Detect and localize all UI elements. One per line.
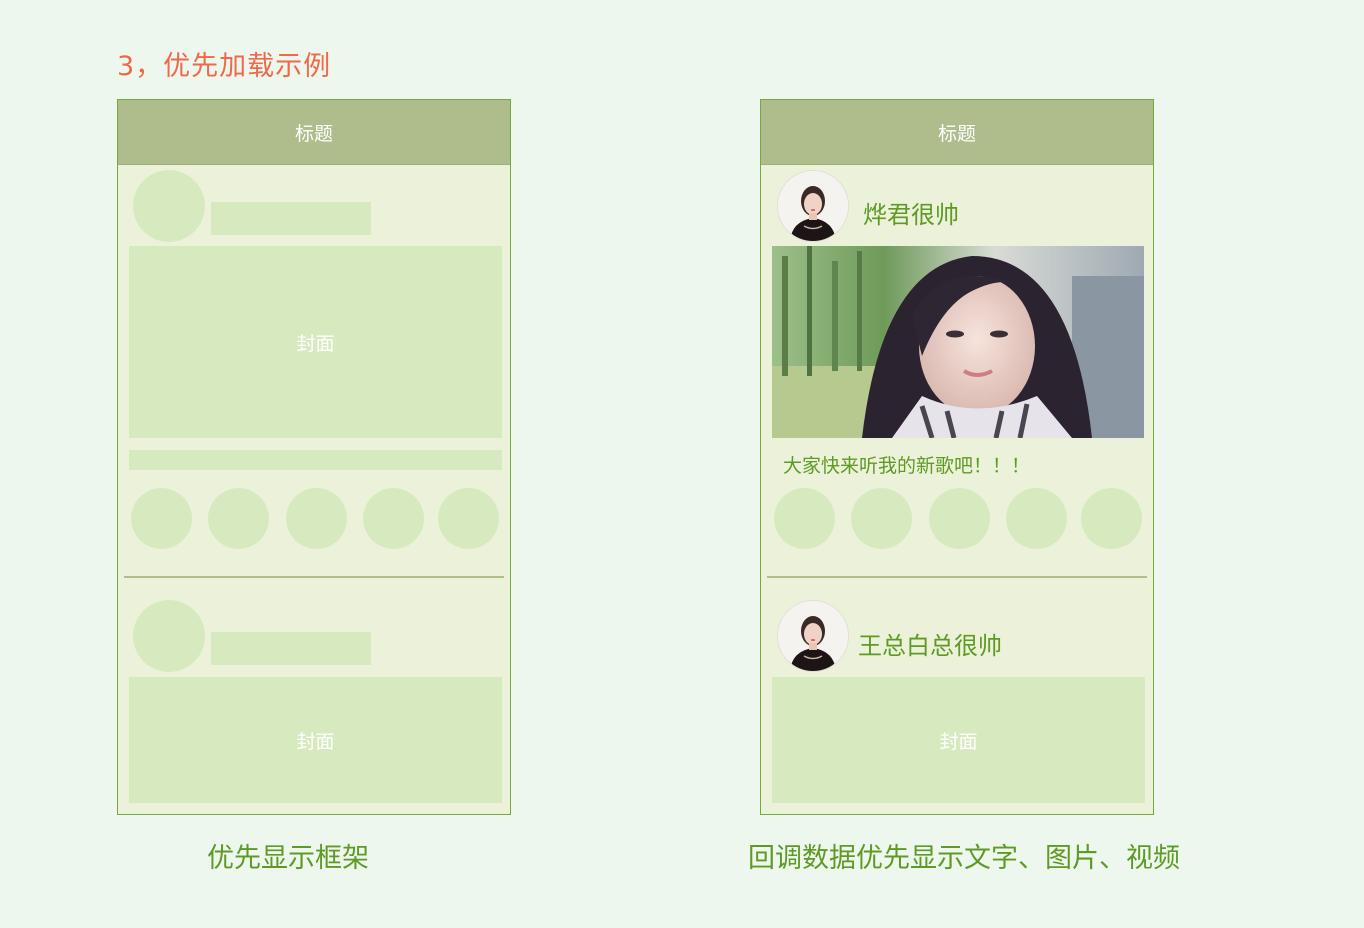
caption-placeholder	[129, 450, 502, 470]
cover-label: 封面	[296, 730, 335, 753]
left-footer-caption: 优先显示框架	[207, 843, 369, 874]
action-button[interactable]	[1006, 488, 1067, 549]
title-bar-label: 标题	[937, 122, 976, 145]
action-button[interactable]	[1081, 488, 1142, 549]
action-button-placeholder	[208, 488, 269, 549]
action-button-placeholder	[131, 488, 192, 549]
skeleton-phone-mockup: 标题 封面 封面	[117, 99, 511, 815]
avatar-placeholder	[133, 170, 205, 242]
action-button-placeholder	[286, 488, 347, 549]
post-divider	[124, 576, 504, 578]
username-placeholder	[211, 202, 371, 235]
cover-placeholder: 封面	[772, 677, 1145, 803]
cover-label: 封面	[296, 332, 335, 355]
post-photo-image	[772, 246, 1144, 438]
title-bar: 标题	[761, 100, 1153, 165]
post-caption: 大家快来听我的新歌吧！！！	[783, 455, 1031, 477]
title-bar: 标题	[118, 100, 510, 165]
cover-label: 封面	[939, 730, 978, 753]
title-bar-label: 标题	[294, 122, 333, 145]
post-divider	[767, 576, 1147, 578]
page-heading: 3，优先加载示例	[117, 51, 332, 82]
action-button[interactable]	[851, 488, 912, 549]
user-avatar[interactable]	[777, 600, 849, 672]
action-button[interactable]	[929, 488, 990, 549]
username[interactable]: 王总白总很帅	[858, 632, 1002, 660]
cover-placeholder: 封面	[129, 246, 502, 438]
action-button[interactable]	[774, 488, 835, 549]
username-placeholder	[211, 632, 371, 665]
avatar-portrait-icon	[778, 171, 848, 241]
cover-placeholder: 封面	[129, 677, 502, 803]
right-footer-caption: 回调数据优先显示文字、图片、视频	[748, 843, 1180, 874]
action-button-placeholder	[363, 488, 424, 549]
post-photo[interactable]	[772, 246, 1144, 438]
user-avatar[interactable]	[777, 170, 849, 242]
avatar-portrait-icon	[778, 601, 848, 671]
loaded-phone-mockup: 标题 烨君很帅	[760, 99, 1154, 815]
action-button-placeholder	[438, 488, 499, 549]
username[interactable]: 烨君很帅	[863, 201, 959, 229]
avatar-placeholder	[133, 600, 205, 672]
